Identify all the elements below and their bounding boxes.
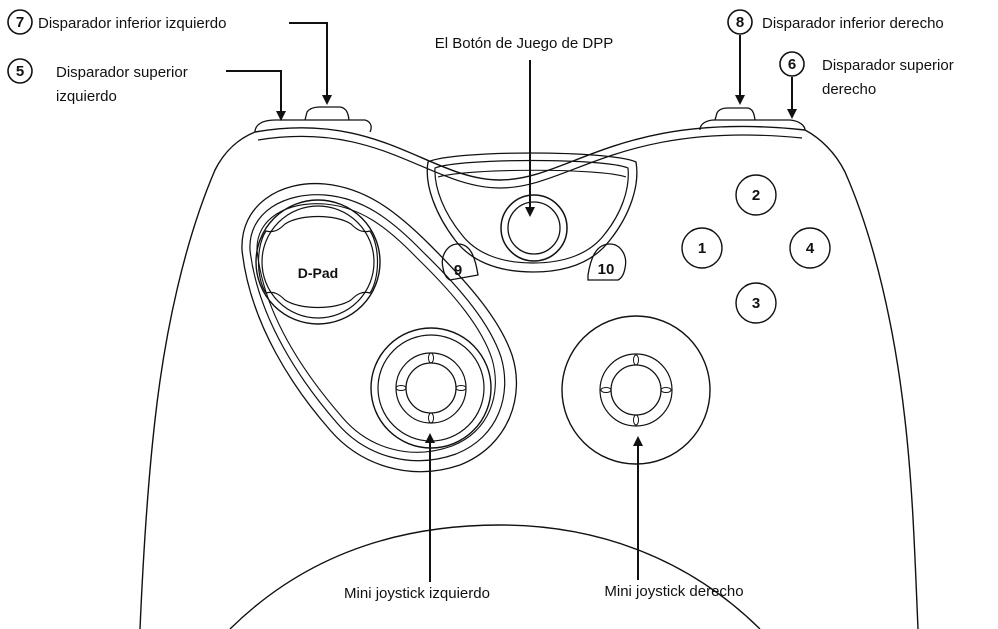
trigger-bumps: [254, 106, 806, 133]
label-trigger-upper-left-1: Disparador superior: [56, 64, 188, 81]
label-right-joystick: Mini joystick derecho: [604, 583, 743, 600]
callout-6-number: 6: [788, 56, 796, 73]
callout-game-button: El Botón de Juego de DPP: [435, 35, 613, 217]
left-grip: [241, 182, 518, 473]
callout-5: 5 Disparador superior izquierdo: [7, 58, 286, 121]
dpad[interactable]: D-Pad: [255, 199, 381, 325]
button-10-label: 10: [598, 261, 615, 278]
callout-7-number: 7: [16, 14, 24, 31]
label-trigger-lower-right: Disparador inferior derecho: [762, 15, 944, 32]
label-trigger-lower-left: Disparador inferior izquierdo: [38, 15, 226, 32]
arrow-5: [226, 70, 286, 121]
right-joystick[interactable]: [561, 315, 711, 465]
button-3-label: 3: [752, 295, 760, 312]
game-button[interactable]: [500, 194, 568, 262]
button-1-label: 1: [698, 240, 706, 257]
label-game-button: El Botón de Juego de DPP: [435, 35, 613, 52]
callout-8: 8 Disparador inferior derecho: [727, 9, 944, 105]
button-3[interactable]: 3: [735, 282, 777, 324]
controller-body: [139, 125, 919, 629]
center-housing: [426, 152, 638, 273]
callout-7: 7 Disparador inferior izquierdo: [7, 9, 332, 105]
arrow-7: [289, 22, 332, 105]
button-2[interactable]: 2: [735, 174, 777, 216]
button-10[interactable]: 10: [587, 243, 627, 281]
button-9[interactable]: 9: [441, 243, 479, 281]
button-4[interactable]: 4: [789, 227, 831, 269]
label-left-joystick: Mini joystick izquierdo: [344, 585, 490, 602]
dpad-label: D-Pad: [298, 265, 338, 281]
callout-right-joystick: Mini joystick derecho: [604, 436, 744, 600]
button-4-label: 4: [806, 240, 815, 257]
label-trigger-upper-left-2: izquierdo: [56, 88, 117, 105]
button-9-label: 9: [454, 262, 462, 279]
callout-8-number: 8: [736, 14, 744, 31]
callout-left-joystick: Mini joystick izquierdo: [344, 433, 490, 602]
callout-6: 6 Disparador superior derecho: [779, 51, 954, 119]
label-trigger-upper-right-1: Disparador superior: [822, 57, 954, 74]
button-1[interactable]: 1: [681, 227, 723, 269]
label-trigger-upper-right-2: derecho: [822, 81, 876, 98]
callout-5-number: 5: [16, 63, 24, 80]
face-buttons: 2 1 4 3: [681, 174, 831, 324]
button-2-label: 2: [752, 187, 760, 204]
left-joystick[interactable]: [370, 327, 492, 449]
